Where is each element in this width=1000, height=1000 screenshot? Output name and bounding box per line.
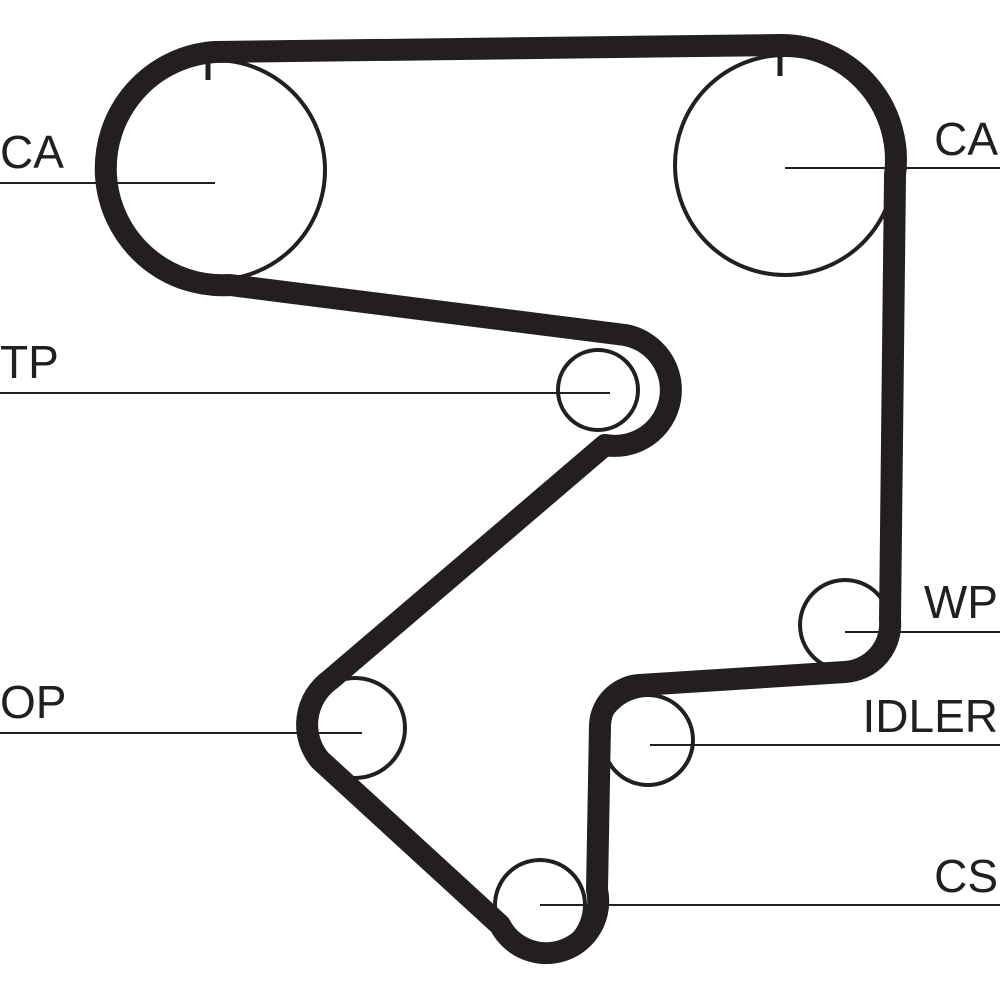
label-camshaft-right: CA <box>934 113 998 165</box>
pulley-tensioner <box>556 348 640 432</box>
timing-belt <box>94 33 907 965</box>
label-idler: IDLER <box>863 690 998 742</box>
label-water-pump: WP <box>924 576 998 628</box>
label-tensioner: TP <box>0 336 59 388</box>
label-crankshaft: CS <box>934 850 998 902</box>
label-camshaft-left: CA <box>0 126 64 178</box>
label-oil-pump: OP <box>0 676 66 728</box>
